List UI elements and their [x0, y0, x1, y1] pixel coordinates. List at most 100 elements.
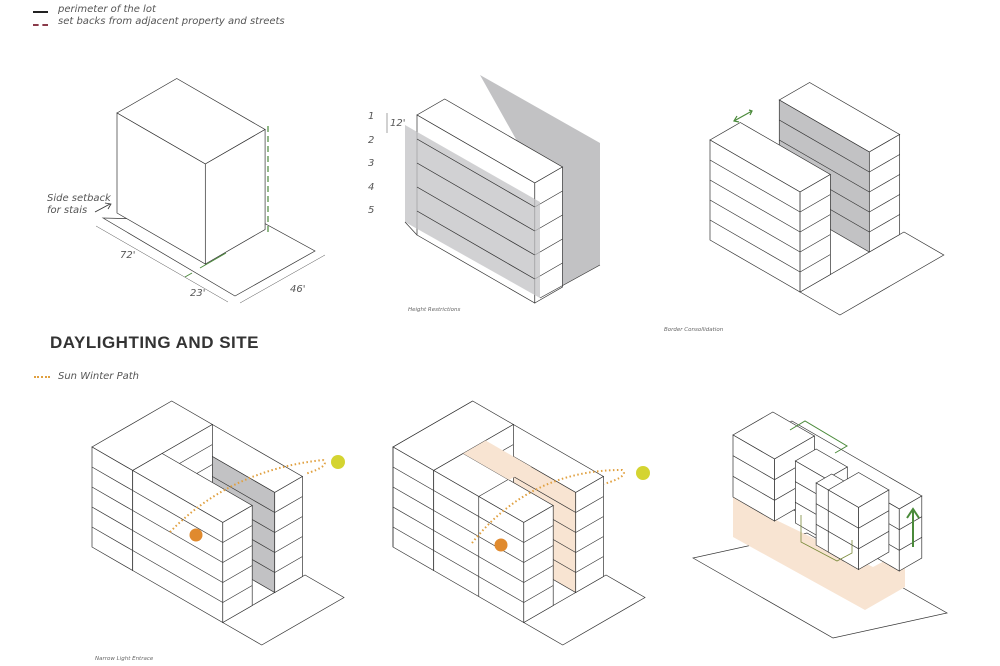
floor-line [899, 516, 922, 530]
floor-line [709, 219, 801, 273]
floor-line [799, 194, 831, 213]
floor-line [858, 510, 890, 529]
floor-line [91, 526, 133, 551]
floor-line [91, 506, 133, 531]
floor-line [523, 545, 554, 563]
floor-number-4: 4 [368, 182, 375, 193]
sun-winter-path [169, 458, 326, 533]
height-restrictions-caption: Height Restrictions [408, 307, 461, 313]
floor-line [732, 476, 775, 501]
side-setback-label-2: for stais [47, 205, 88, 216]
box-side-face [204, 128, 266, 265]
floor-line [523, 525, 554, 543]
floor-line [899, 537, 922, 551]
consolidation-arrow-icon [733, 110, 753, 122]
sun-position-low-icon [494, 538, 508, 552]
arrowhead-icon [733, 109, 753, 123]
floor-line [222, 565, 253, 583]
box-side-face [274, 475, 303, 594]
floor-number-1: 1 [368, 111, 375, 122]
plane-edge [539, 264, 601, 299]
floor-line [132, 490, 223, 543]
border-consolidation-caption: Border Consollidation [664, 327, 724, 333]
plane-edge [404, 221, 418, 236]
box-side-face [898, 495, 923, 572]
dimension-line-length [95, 225, 229, 303]
floor-line [575, 556, 604, 573]
setback-line [184, 272, 193, 278]
floor-line [132, 530, 223, 583]
perimeter-legend-label: perimeter of the lot [58, 4, 156, 15]
floor-line [416, 138, 535, 208]
dimension-length: 72' [120, 250, 136, 261]
floor-line [523, 585, 554, 603]
floor-line [91, 466, 133, 491]
floor-number-3: 3 [368, 158, 375, 169]
floor-line [869, 214, 900, 233]
floor-line [709, 159, 801, 213]
floor-line [392, 486, 434, 511]
sun-position-high-icon [636, 466, 650, 480]
side-setback-label-1: Side setback [47, 193, 111, 204]
floor-line [222, 525, 253, 543]
box-side-face [868, 133, 901, 253]
floor-line [709, 199, 801, 253]
floor-line [392, 506, 434, 531]
arrowhead-icon [104, 202, 112, 210]
floor-line [869, 194, 900, 213]
floor-line [523, 565, 554, 583]
floor-line [858, 531, 890, 550]
floor-line [799, 214, 831, 233]
narrow-light-caption: Narrow Light Entrace [95, 656, 154, 662]
dimension-width: 46' [290, 284, 306, 295]
floor-line [392, 526, 434, 551]
setback-outline [789, 420, 848, 454]
floor-line [732, 455, 775, 480]
floor-line [779, 119, 870, 173]
floor-line [575, 496, 604, 513]
box-side-face [799, 173, 831, 293]
floor-line [222, 545, 253, 563]
setback-legend-swatch [33, 24, 48, 26]
ground-outline [800, 515, 853, 562]
floor-line [274, 516, 303, 533]
floor-line [869, 154, 900, 173]
box-side-face [575, 475, 604, 594]
floor-line [274, 556, 303, 573]
height-limit-plane-front [405, 125, 540, 298]
floor-line [222, 585, 253, 603]
sun-path-legend-swatch [34, 376, 50, 378]
floor-line [869, 174, 900, 193]
floor-line [392, 466, 434, 491]
module-split-line [478, 479, 509, 497]
courtyard-opening [463, 440, 532, 480]
floor-line [575, 536, 604, 553]
module-split-line [392, 400, 473, 448]
floor-line [132, 550, 223, 603]
floor-line [416, 186, 535, 256]
ground-light-zone [733, 497, 905, 610]
floor-line [709, 179, 801, 233]
arrowhead-icon [906, 507, 920, 519]
floor-line [779, 139, 870, 193]
floor-line [828, 531, 859, 550]
floor-line [416, 162, 535, 232]
floor-height-dimension: 12' [390, 118, 406, 129]
floor-line [132, 510, 223, 563]
box-side-face [523, 504, 554, 624]
floor-number-5: 5 [368, 205, 375, 216]
sun-path-legend-label: Sun Winter Path [58, 371, 139, 382]
floor-line [799, 234, 831, 253]
floor-line [274, 496, 303, 513]
floor-line [799, 254, 831, 273]
floor-line [828, 510, 859, 529]
setback-legend-label: set backs from adjacent property and str… [58, 16, 285, 27]
floor-line [91, 486, 133, 511]
floor-line [274, 536, 303, 553]
sun-position-high-icon [331, 455, 345, 469]
section-title: DAYLIGHTING AND SITE [50, 333, 259, 352]
floor-number-2: 2 [368, 135, 375, 146]
dimension-line-width [239, 254, 326, 304]
